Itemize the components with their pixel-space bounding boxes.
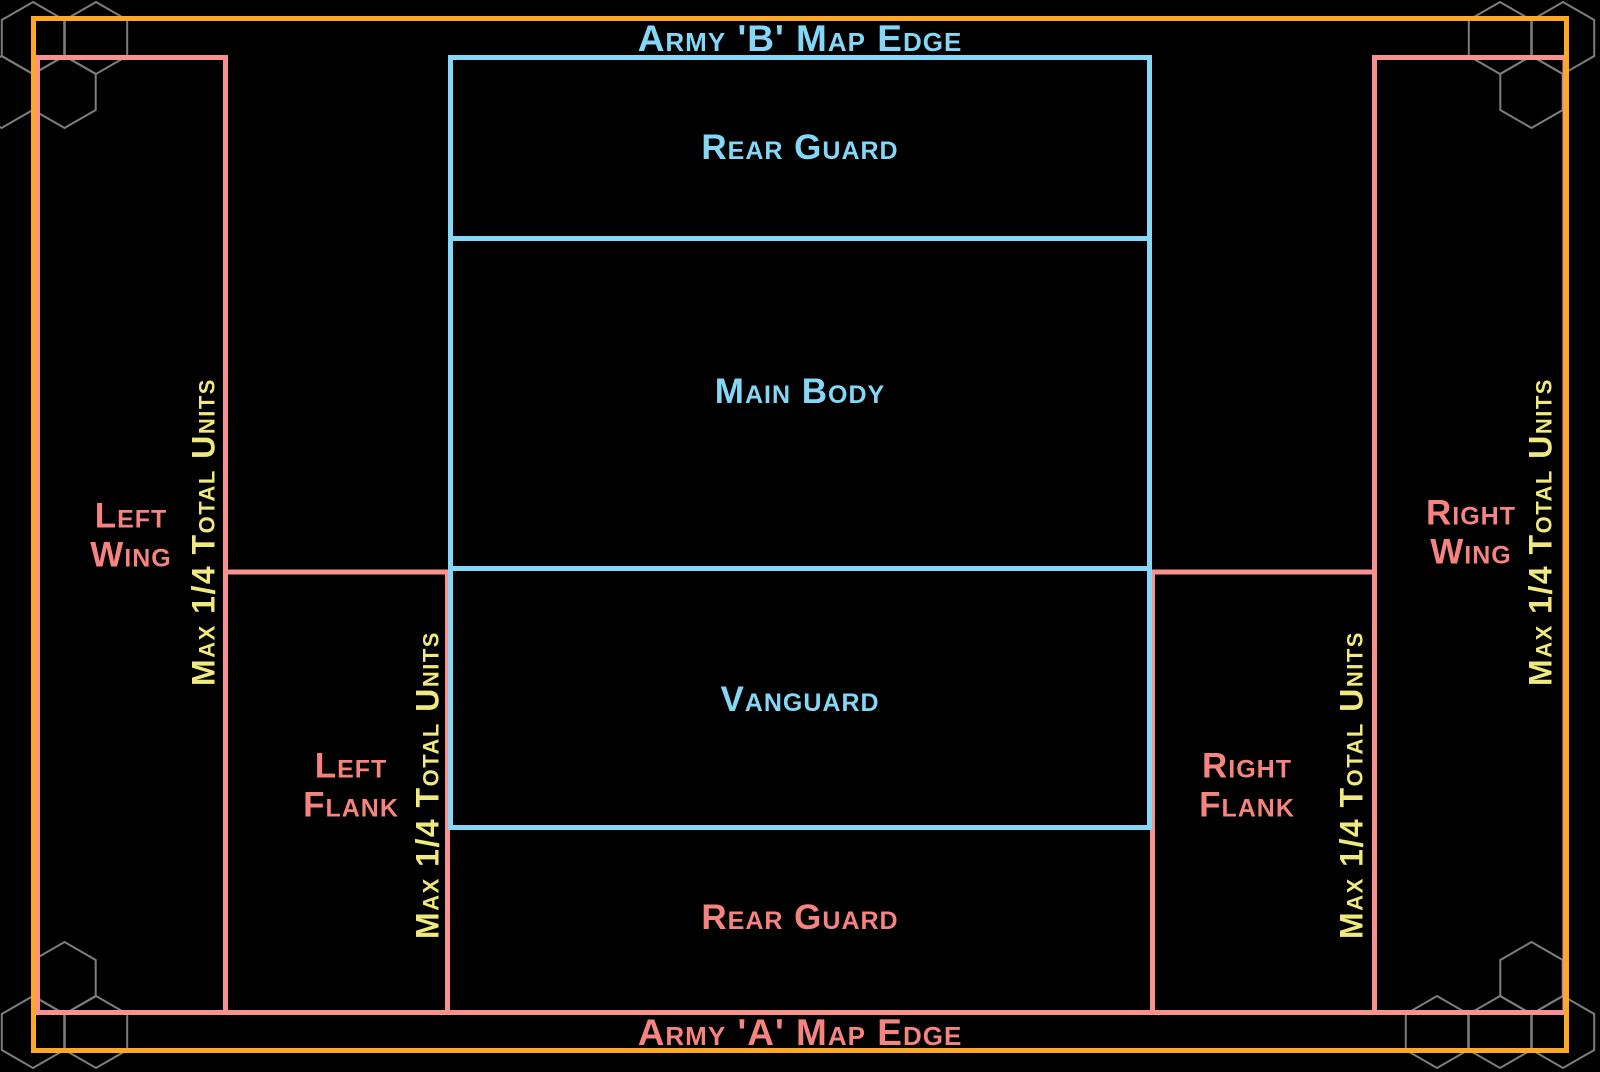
hex-cell <box>1499 54 1564 130</box>
zone-label-army-b-main-body: Main Body <box>714 372 886 411</box>
zone-label-army-b-rear-guard: Rear Guard <box>701 128 899 167</box>
zone-label-left-flank: Left Flank <box>303 746 399 824</box>
zone-label-right-wing: Right Wing <box>1426 493 1516 571</box>
zone-label-left-wing: Left Wing <box>90 496 172 574</box>
hex-cell <box>1467 0 1533 76</box>
max-units-label-right-wing: Max 1/4 Total Units <box>1522 378 1559 686</box>
army-b-map-edge-label: Army 'B' Map Edge <box>637 18 963 59</box>
hex-cell <box>32 940 97 1016</box>
zone-label-army-b-vanguard: Vanguard <box>720 680 880 719</box>
army-a-deployment-lines <box>35 55 1568 1015</box>
hex-cell <box>63 0 129 76</box>
map-border <box>31 16 1569 1053</box>
army-b-deployment-lines <box>448 55 1152 830</box>
max-units-label-left-wing: Max 1/4 Total Units <box>185 378 222 686</box>
hex-cell <box>32 54 97 130</box>
max-units-label-right-flank: Max 1/4 Total Units <box>1333 631 1370 939</box>
zone-label-army-a-rear-guard: Rear Guard <box>701 898 899 937</box>
zone-label-right-flank: Right Flank <box>1199 746 1295 824</box>
army-a-outline <box>35 55 1568 1015</box>
hex-cell <box>63 994 129 1070</box>
max-units-label-left-flank: Max 1/4 Total Units <box>409 631 446 939</box>
hex-cell <box>1404 994 1470 1070</box>
army-b-zone-dividers <box>450 236 1150 571</box>
hex-cell <box>0 54 34 130</box>
army-a-map-edge-label: Army 'A' Map Edge <box>637 1012 963 1053</box>
army-b-deployment-box <box>448 55 1152 830</box>
hex-cell <box>1467 994 1533 1070</box>
hex-cell <box>1499 940 1564 1016</box>
